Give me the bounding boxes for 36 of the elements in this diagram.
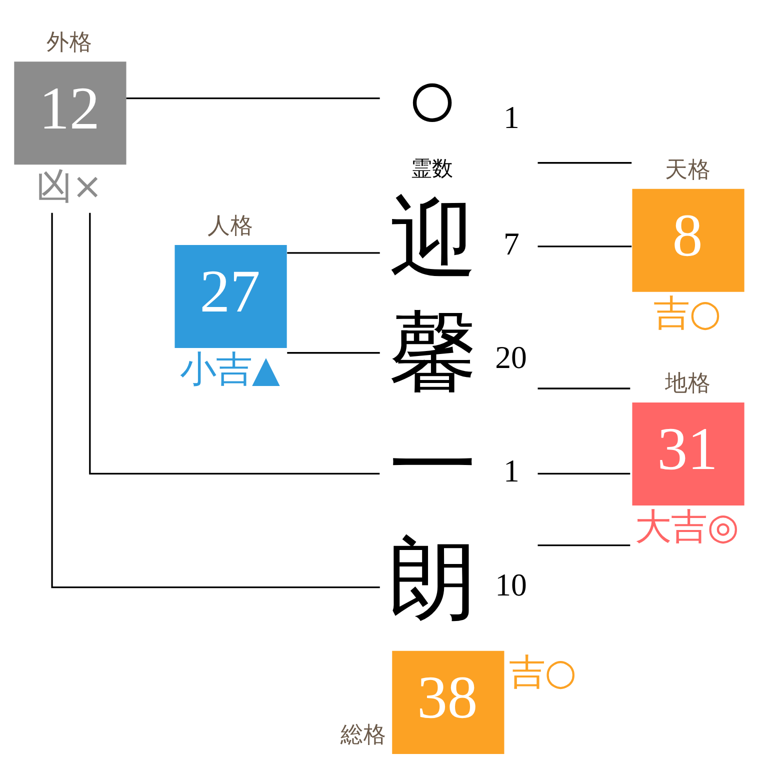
connector xyxy=(51,212,380,588)
node-text: ○ xyxy=(406,52,459,149)
node-label: 20 xyxy=(495,340,527,376)
connector xyxy=(89,212,380,475)
node-box: 27 xyxy=(174,244,287,348)
node-label: 吉○ xyxy=(653,292,722,335)
node-label: 小吉▲ xyxy=(180,348,280,391)
connector xyxy=(538,472,630,475)
node-text: 朗 xyxy=(389,532,478,630)
node-label: 1 xyxy=(503,454,520,489)
connector xyxy=(538,246,632,248)
node-box: 12 xyxy=(14,62,126,165)
connector xyxy=(538,388,630,390)
node-box: 31 xyxy=(632,402,744,506)
node-text: 一 xyxy=(389,418,478,516)
connector xyxy=(287,252,380,254)
node-label: 大吉◎ xyxy=(635,505,739,548)
node-box: 8 xyxy=(632,188,744,292)
connector xyxy=(126,97,380,100)
node-label: 10 xyxy=(495,567,527,602)
node-label: 凶× xyxy=(36,164,103,208)
node-label: 吉○ xyxy=(508,650,576,694)
node-label: 7 xyxy=(503,226,520,262)
connector xyxy=(538,162,632,164)
node-label: 地格 xyxy=(664,370,711,396)
node-label: 人格 xyxy=(207,212,254,239)
node-label: 総格 xyxy=(340,722,387,748)
node-text: 馨 xyxy=(389,304,478,402)
connector xyxy=(538,544,630,546)
connector xyxy=(287,352,380,354)
node-box: 38 xyxy=(392,650,504,754)
node-label: 外格 xyxy=(46,30,93,56)
node-label: 1 xyxy=(503,100,520,136)
node-text: 迎 xyxy=(389,191,478,288)
node-label: 霊数 xyxy=(411,156,454,181)
node-label: 天格 xyxy=(664,156,711,183)
